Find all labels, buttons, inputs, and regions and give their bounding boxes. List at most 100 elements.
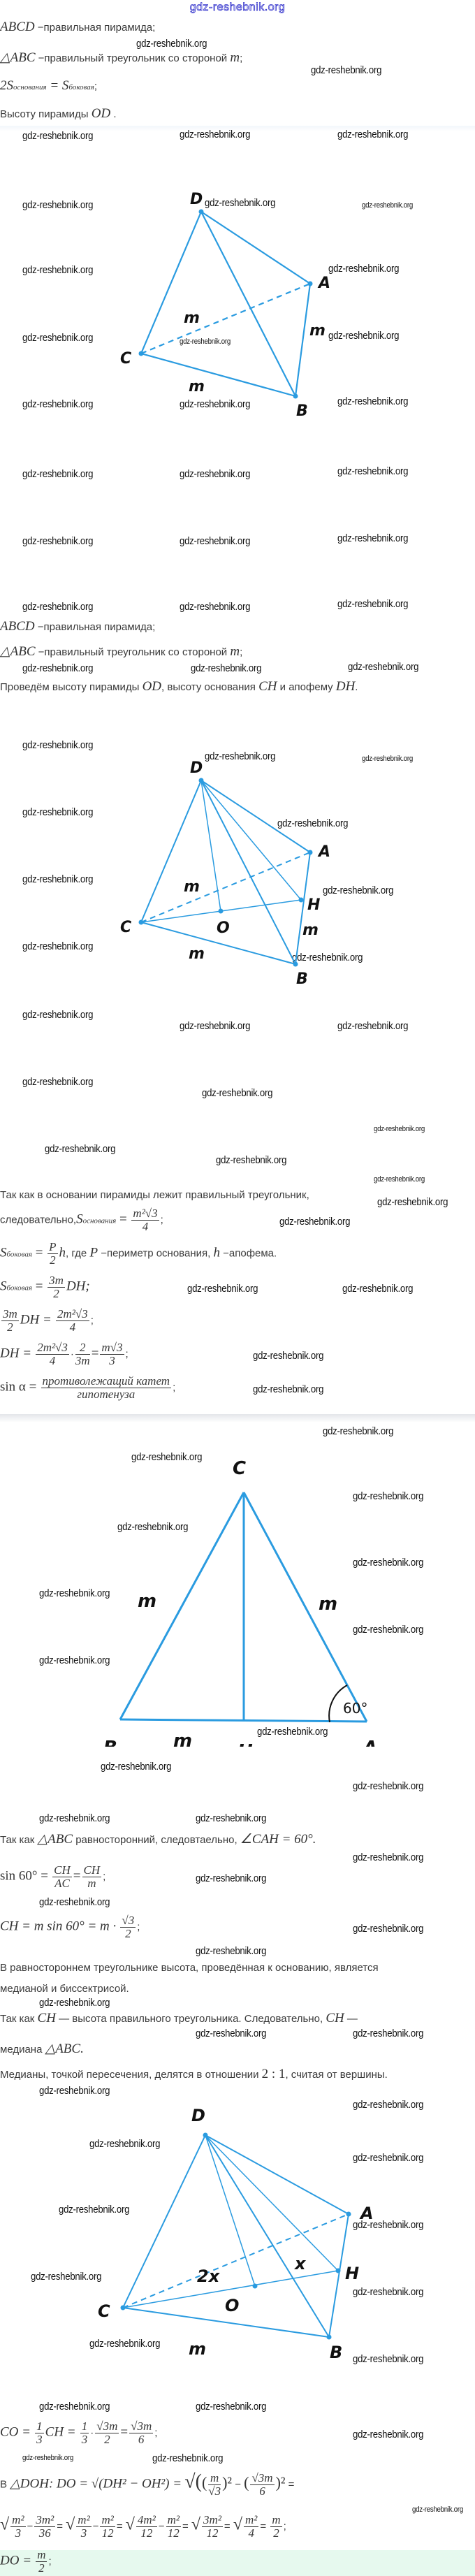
watermark: gdz-reshebnik.org	[22, 601, 94, 613]
math-dh: DH	[335, 679, 356, 694]
watermark: gdz-reshebnik.org	[253, 1350, 324, 1362]
watermark: gdz-reshebnik.org	[22, 739, 94, 751]
side-ba	[119, 1718, 367, 1723]
numerator: √3m	[129, 2419, 154, 2433]
watermark: gdz-reshebnik.org	[337, 532, 409, 544]
denominator: 12	[101, 2526, 114, 2540]
text: ;	[240, 52, 243, 64]
text: , высоту основания	[161, 681, 259, 693]
numerator: 3m²	[34, 2513, 56, 2527]
height-do	[205, 2134, 256, 2287]
math: CH =	[45, 2424, 76, 2440]
edge-cb	[140, 352, 296, 398]
numerator: m²	[166, 2513, 181, 2527]
text: медиана	[0, 2044, 45, 2055]
denominator: 6	[259, 2484, 265, 2498]
edge-label-ab: m	[309, 322, 326, 340]
side-cb	[119, 1492, 245, 1720]
denominator: 2	[104, 2433, 110, 2446]
denominator: 12	[167, 2526, 180, 2540]
watermark: gdz-reshebnik.org	[337, 1020, 409, 1032]
math: CO =	[0, 2424, 31, 2440]
label-d: D	[190, 191, 203, 208]
denominator: 2	[273, 2526, 279, 2540]
watermark: gdz-reshebnik.org	[22, 535, 94, 547]
edge-ab	[294, 283, 312, 397]
math: △ABC.	[45, 2042, 84, 2056]
watermark: gdz-reshebnik.org	[39, 1812, 110, 1824]
text: —	[344, 2013, 358, 2025]
apothem-dh	[200, 780, 302, 901]
watermark: gdz-reshebnik.org	[22, 940, 94, 952]
segment-label-co: 2x	[197, 2266, 221, 2286]
label-h: H	[238, 1741, 253, 1747]
watermark: gdz-reshebnik.org	[353, 2429, 424, 2440]
median-line: медиана △ABC.	[0, 2042, 84, 2058]
text: −правильный треугольник со стороной	[35, 52, 231, 64]
math: S	[0, 1245, 7, 1260]
math: DO =	[0, 2553, 32, 2568]
subscript: боковая	[68, 83, 94, 92]
edge-da	[200, 211, 311, 284]
text: −апофема.	[219, 1247, 277, 1260]
denominator: 2	[50, 1253, 56, 1267]
denominator: 2	[38, 2561, 45, 2575]
median-ratio-line: Медианы, точкой пересечения, делятся в о…	[0, 2067, 388, 2083]
watermark: gdz-reshebnik.org	[22, 332, 94, 344]
watermark: gdz-reshebnik.org	[22, 199, 94, 211]
watermark: gdz-reshebnik.org	[328, 330, 400, 342]
denominator: √3	[208, 2484, 221, 2498]
subscript: основания	[82, 1216, 117, 1225]
watermark: gdz-reshebnik.org	[353, 2286, 424, 2298]
watermark: gdz-reshebnik.org	[180, 601, 251, 613]
denominator: 3	[15, 2526, 22, 2540]
numerator: m	[208, 2472, 221, 2485]
watermark: gdz-reshebnik.org	[328, 263, 400, 275]
watermark: gdz-reshebnik.org	[39, 1997, 110, 2009]
watermark: gdz-reshebnik.org	[279, 1216, 351, 1228]
watermark: gdz-reshebnik.org	[216, 1154, 287, 1166]
label-o: O	[225, 2296, 239, 2315]
given-area-relation: 2Sоснования = Sбоковая;	[0, 78, 97, 95]
watermark: gdz-reshebnik.org	[89, 2138, 161, 2150]
watermark: gdz-reshebnik.org	[353, 2152, 424, 2164]
watermark: gdz-reshebnik.org	[205, 197, 276, 209]
vertex-a	[346, 2211, 351, 2217]
numerator: √3m	[95, 2419, 119, 2433]
denominator: 4	[248, 2526, 254, 2540]
math-od: OD	[142, 679, 162, 694]
numerator: 3m	[1, 1307, 19, 1321]
watermark: gdz-reshebnik.org	[323, 1425, 394, 1437]
watermark: gdz-reshebnik.org	[348, 661, 419, 673]
edge-label-hb: m	[302, 922, 319, 939]
label-c: C	[120, 919, 131, 936]
subscript: боковая	[6, 1250, 32, 1259]
given-pyramid-line: ABCD −правильная пирамида;	[0, 20, 155, 36]
text: равносторонний, следовтаельно,	[73, 1834, 240, 1846]
watermark: gdz-reshebnik.org	[22, 873, 94, 885]
watermark: gdz-reshebnik.org	[196, 2401, 267, 2413]
watermark: gdz-reshebnik.org	[377, 1196, 448, 1208]
watermark: gdz-reshebnik.org	[196, 1812, 267, 1824]
edge-label-cb: m	[189, 378, 205, 395]
watermark: gdz-reshebnik.org	[353, 1851, 424, 1863]
watermark: gdz-reshebnik.org	[136, 38, 207, 50]
denominator: 2	[53, 1287, 59, 1300]
watermark: gdz-reshebnik.org	[196, 1872, 267, 1884]
watermark: gdz-reshebnik.org	[374, 1175, 425, 1184]
subscript: основания	[13, 83, 47, 92]
watermark: gdz-reshebnik.org	[311, 64, 382, 76]
watermark: gdz-reshebnik.org	[353, 1923, 424, 1935]
vertex-c	[138, 919, 144, 925]
math: ∠CAH = 60°.	[240, 1832, 316, 1847]
watermark: gdz-reshebnik.org	[180, 535, 251, 547]
denominator: 3	[109, 1354, 115, 1367]
text: −правильная пирамида;	[34, 621, 156, 633]
watermark: gdz-reshebnik.org	[253, 1383, 324, 1395]
vertex-a	[307, 850, 313, 855]
text: Высоту пирамиды	[0, 108, 92, 120]
label-a: A	[362, 1738, 377, 1747]
